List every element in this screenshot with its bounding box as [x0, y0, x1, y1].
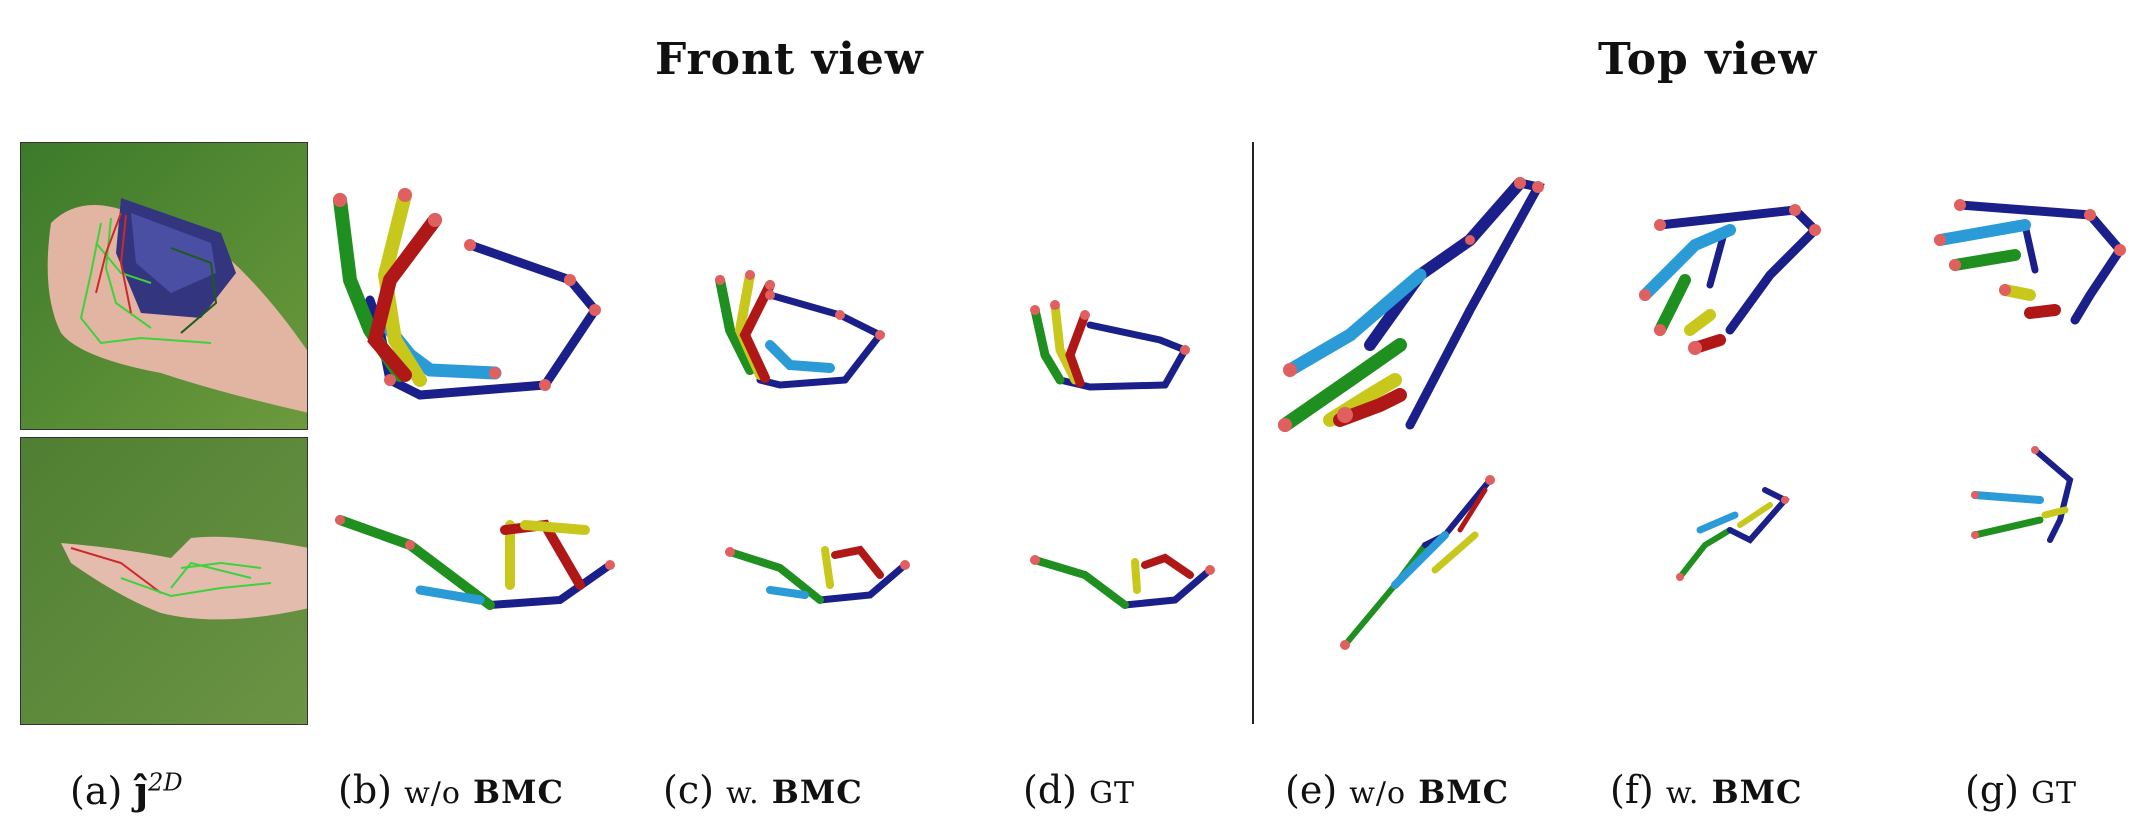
- top-view-heading: Top view: [1598, 34, 1818, 85]
- skeleton-front-row2-wo-bmc: [335, 515, 615, 610]
- skeleton-top-row1-gt: [1934, 199, 2126, 325]
- skeleton-top-row1-wo-bmc: [1278, 177, 1545, 432]
- skeleton-top-row1-w-bmc: [1639, 204, 1822, 355]
- hand-photo-row2-svg: [21, 438, 307, 724]
- skeleton-top-row2-gt: [1971, 446, 2074, 543]
- input-photo-row2: [20, 437, 308, 725]
- caption-d: (d) GT: [1023, 768, 1136, 812]
- skeleton-front-row1-wo-bmc: [333, 188, 601, 400]
- input-photo-row1: [20, 142, 308, 430]
- skeleton-front-row1-w-bmc: [715, 270, 886, 389]
- caption-g: (g) GT: [1965, 768, 2078, 812]
- skeleton-front-row2-gt: [1030, 553, 1215, 609]
- caption-f: (f) w. BMC: [1610, 768, 1803, 812]
- skeleton-front-row1-gt: [1030, 300, 1191, 391]
- caption-c: (c) w. BMC: [663, 768, 863, 812]
- caption-a: (a) ĵ2D: [70, 768, 183, 813]
- skeleton-top-row2-wo-bmc: [1340, 475, 1495, 650]
- skeleton-front-row2-w-bmc: [725, 545, 910, 604]
- hand-photo-row1-svg: [21, 143, 307, 429]
- view-divider: [1252, 142, 1254, 724]
- caption-b: (b) w/o BMC: [338, 768, 564, 812]
- caption-e: (e) w/o BMC: [1285, 768, 1510, 812]
- front-view-heading: Front view: [655, 34, 924, 85]
- skeleton-top-row2-w-bmc: [1676, 487, 1790, 581]
